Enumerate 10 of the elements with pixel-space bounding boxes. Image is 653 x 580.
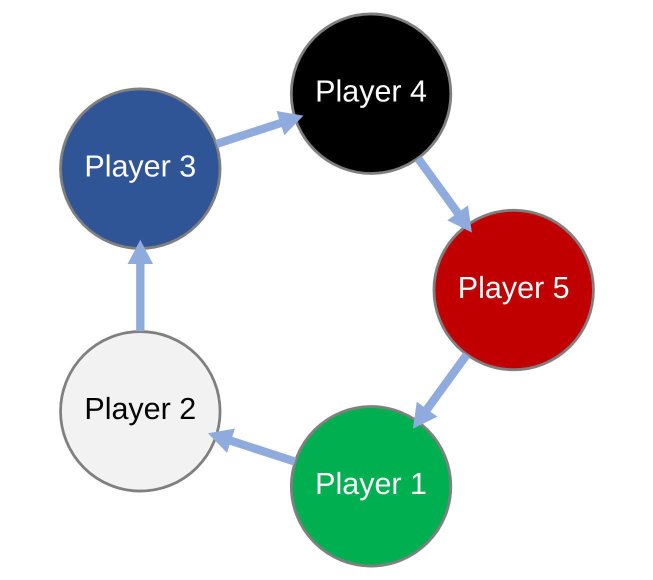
node-circle: Player 5 <box>432 208 594 372</box>
arrow <box>412 352 470 429</box>
arrow <box>207 428 296 466</box>
node-circle: Player 1 <box>289 405 452 568</box>
node-circle: Player 3 <box>58 88 221 250</box>
node-circle: Player 4 <box>289 12 452 175</box>
arrow <box>127 240 153 332</box>
arrow <box>214 111 303 148</box>
node-circle: Player 2 <box>58 330 221 492</box>
arrow <box>414 156 472 232</box>
